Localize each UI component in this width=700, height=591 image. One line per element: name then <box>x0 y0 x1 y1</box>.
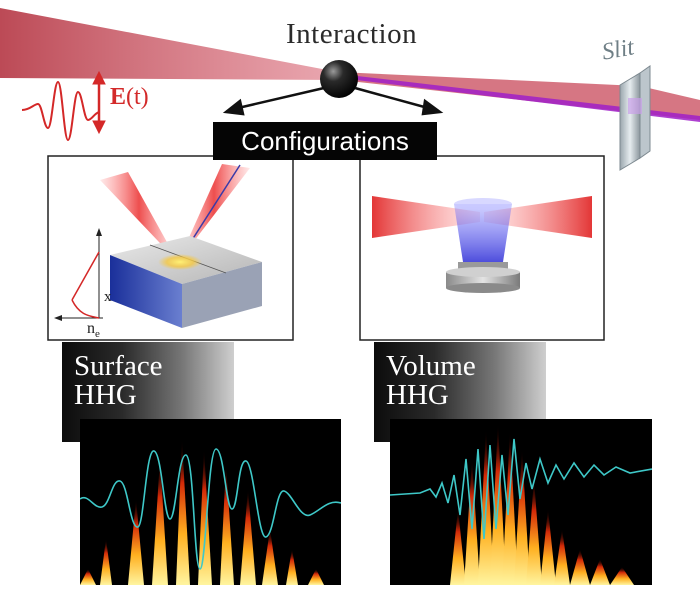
slit-label: Slit <box>600 34 637 66</box>
volume-cyan-trace <box>390 438 652 540</box>
axis-ne-sub: e <box>95 328 100 341</box>
volume-flames <box>450 423 634 585</box>
slit-icon <box>619 65 651 171</box>
surface-spectrum-plot <box>80 419 341 585</box>
volume-label-line2: HHG <box>386 379 449 411</box>
e-field-pulse <box>21 80 101 142</box>
axis-ne-label: ne <box>87 320 100 340</box>
surface-spectrum-svg <box>80 439 341 585</box>
double-arrow-icon <box>92 70 106 135</box>
volume-label-line1: Volume <box>386 350 476 382</box>
surface-target-illustration <box>54 164 262 328</box>
e-field-label: E(t) <box>110 84 149 111</box>
e-field-symbol: E <box>110 84 127 110</box>
axis-ne-main: n <box>87 320 95 337</box>
e-field-argument: (t) <box>126 84 149 110</box>
configurations-label: Configurations <box>213 122 437 160</box>
interaction-label: Interaction <box>286 18 418 50</box>
volume-spectrum-plot <box>390 419 652 585</box>
interaction-sphere-icon <box>320 60 358 98</box>
laser-beam-incoming <box>0 8 340 80</box>
surface-cyan-trace <box>80 448 341 570</box>
volume-target-illustration <box>372 196 592 293</box>
surface-flames <box>80 439 324 585</box>
configuration-arrows <box>222 86 444 116</box>
harmonic-beam <box>340 74 700 122</box>
volume-spectrum-svg <box>390 423 652 585</box>
surface-label-line1: Surface <box>74 350 163 382</box>
axis-x-label: x <box>104 289 112 305</box>
surface-label-line2: HHG <box>74 379 137 411</box>
